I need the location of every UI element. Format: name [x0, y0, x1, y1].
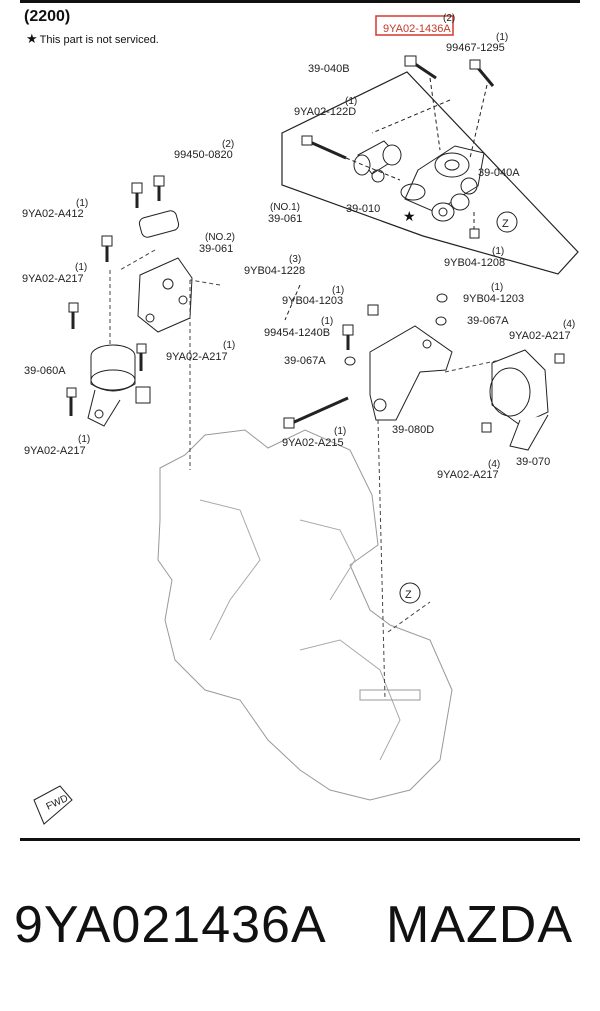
top-rule — [20, 0, 580, 3]
svg-text:39-040A: 39-040A — [478, 167, 520, 179]
svg-text:39-060A: 39-060A — [24, 365, 66, 377]
svg-text:39-067A: 39-067A — [284, 355, 326, 367]
note-text: This part is not serviced. — [39, 34, 159, 46]
svg-text:(1): (1) — [492, 246, 504, 257]
svg-text:99467-1295: 99467-1295 — [446, 42, 505, 54]
mount-39-061 — [101, 175, 193, 333]
svg-text:Z: Z — [502, 218, 509, 230]
svg-text:(1): (1) — [496, 32, 508, 43]
callout-39-080D: 39-080D — [392, 424, 434, 436]
torque-rod-39-040A — [400, 145, 485, 222]
svg-text:9YB04-1208: 9YB04-1208 — [444, 257, 505, 269]
svg-text:39-061: 39-061 — [199, 243, 233, 255]
svg-text:9YB04-1228: 9YB04-1228 — [244, 265, 305, 277]
svg-text:9YA02-A217: 9YA02-A217 — [22, 273, 84, 285]
not-serviced-star-icon: ★ — [403, 208, 416, 224]
callout-9YB04-1208: (1)9YB04-1208 — [444, 246, 505, 269]
callout-9YA02-1436A: (2)9YA02-1436A — [383, 13, 455, 35]
fwd-arrow-icon — [33, 785, 73, 825]
callout-9YA02-A215: (1)9YA02-A215 — [282, 426, 346, 449]
svg-text:Z: Z — [405, 589, 412, 601]
part-footer: 9YA021436A MAZDA — [0, 895, 600, 975]
callout-99454-1240B: (1)99454-1240B — [264, 316, 333, 339]
callout-9YA02-A217-left-lower: (1)9YA02-A217 — [24, 434, 90, 457]
callout-39-040B: 39-040B — [308, 63, 350, 75]
callout-9YB04-1228: (3)9YB04-1228 — [244, 254, 305, 277]
engine-mount-39-060A — [66, 302, 151, 427]
svg-text:9YB04-1203: 9YB04-1203 — [463, 293, 524, 305]
callout-9YB04-1203-right: (1)9YB04-1203 — [463, 282, 524, 305]
brand-name: MAZDA — [386, 896, 573, 954]
svg-text:(1): (1) — [76, 198, 88, 209]
callout-39-067A-left: 39-067A — [284, 355, 326, 367]
zone-marker-z-lower: Z — [399, 582, 421, 604]
svg-text:99454-1240B: 99454-1240B — [264, 327, 330, 339]
bracket-39-080D — [283, 293, 453, 429]
svg-text:39-040B: 39-040B — [308, 63, 350, 75]
svg-text:(4): (4) — [488, 459, 500, 470]
svg-text:9YB04-1203: 9YB04-1203 — [282, 295, 343, 307]
transmission-mount-39-070 — [481, 349, 565, 451]
svg-text:9YA02-A215: 9YA02-A215 — [282, 437, 344, 449]
callout-9YA02-A412: (1)9YA02-A412 — [22, 198, 88, 220]
part-number: 9YA021436A — [14, 896, 327, 954]
svg-text:9YA02-122D: 9YA02-122D — [294, 106, 356, 118]
svg-text:9YA02-A217: 9YA02-A217 — [437, 469, 499, 481]
callout-39-060A: 39-060A — [24, 365, 66, 377]
footer-rule — [20, 838, 580, 841]
callout-39-061-no1: (NO.1)39-061 — [268, 202, 302, 225]
svg-text:(2): (2) — [443, 13, 455, 24]
svg-text:9YA02-A217: 9YA02-A217 — [166, 351, 228, 363]
svg-text:39-067A: 39-067A — [467, 315, 509, 327]
highlighted-part-box — [375, 15, 454, 36]
svg-text:9YA02-A217: 9YA02-A217 — [24, 445, 86, 457]
svg-text:(1): (1) — [332, 285, 344, 296]
callout-9YA02-122D: (1)9YA02-122D — [294, 96, 357, 118]
callout-9YA02-A217-right-lower: (4)9YA02-A217 — [437, 459, 500, 481]
star-icon: ★ — [26, 31, 38, 46]
svg-text:(1): (1) — [78, 434, 90, 445]
engine-outline — [157, 429, 453, 801]
not-serviced-note: ★This part is not serviced. — [26, 31, 159, 47]
svg-text:(1): (1) — [334, 426, 346, 437]
callout-9YA02-A217-left-upper: (1)9YA02-A217 — [22, 262, 87, 285]
zone-marker-z-upper: Z — [496, 211, 518, 233]
exploded-parts-diagram: Z Z ★ FWD (2)9YA02-1436A (1)99467-1295 3… — [22, 13, 579, 825]
callout-39-070: 39-070 — [516, 456, 550, 468]
svg-text:(2): (2) — [222, 139, 234, 150]
svg-text:(1): (1) — [75, 262, 87, 273]
svg-text:(1): (1) — [345, 96, 357, 107]
svg-text:39-010: 39-010 — [346, 203, 380, 215]
svg-text:39-070: 39-070 — [516, 456, 550, 468]
bushing-39-010 — [353, 140, 402, 183]
svg-text:39-061: 39-061 — [268, 213, 302, 225]
callout-39-061-no2: (NO.2)39-061 — [199, 232, 235, 255]
callout-9YB04-1203-left: (1)9YB04-1203 — [282, 285, 344, 307]
callout-99450-0820: (2)99450-0820 — [174, 139, 234, 161]
svg-text:(1): (1) — [321, 316, 333, 327]
svg-text:9YA02-1436A: 9YA02-1436A — [383, 23, 451, 35]
svg-text:(1): (1) — [491, 282, 503, 293]
svg-text:(4): (4) — [563, 319, 575, 330]
svg-text:(NO.1): (NO.1) — [270, 202, 300, 213]
svg-text:(1): (1) — [223, 340, 235, 351]
svg-text:(3): (3) — [289, 254, 301, 265]
callout-39-067A-right: 39-067A — [467, 315, 509, 327]
torque-rod-panel — [281, 71, 579, 275]
svg-text:99450-0820: 99450-0820 — [174, 149, 233, 161]
svg-text:9YA02-A412: 9YA02-A412 — [22, 208, 84, 220]
svg-text:39-080D: 39-080D — [392, 424, 434, 436]
callout-39-040A: 39-040A — [478, 167, 520, 179]
svg-text:(NO.2): (NO.2) — [205, 232, 235, 243]
callout-9YA02-A217-left-mid: (1)9YA02-A217 — [166, 340, 235, 363]
callout-99467-1295: (1)99467-1295 — [446, 32, 508, 54]
svg-text:9YA02-A217: 9YA02-A217 — [509, 330, 571, 342]
diagram-ref-code: (2200) — [24, 8, 71, 25]
callout-9YA02-A217-right-upper: (4)9YA02-A217 — [509, 319, 575, 342]
callout-39-010: 39-010 — [346, 203, 380, 215]
